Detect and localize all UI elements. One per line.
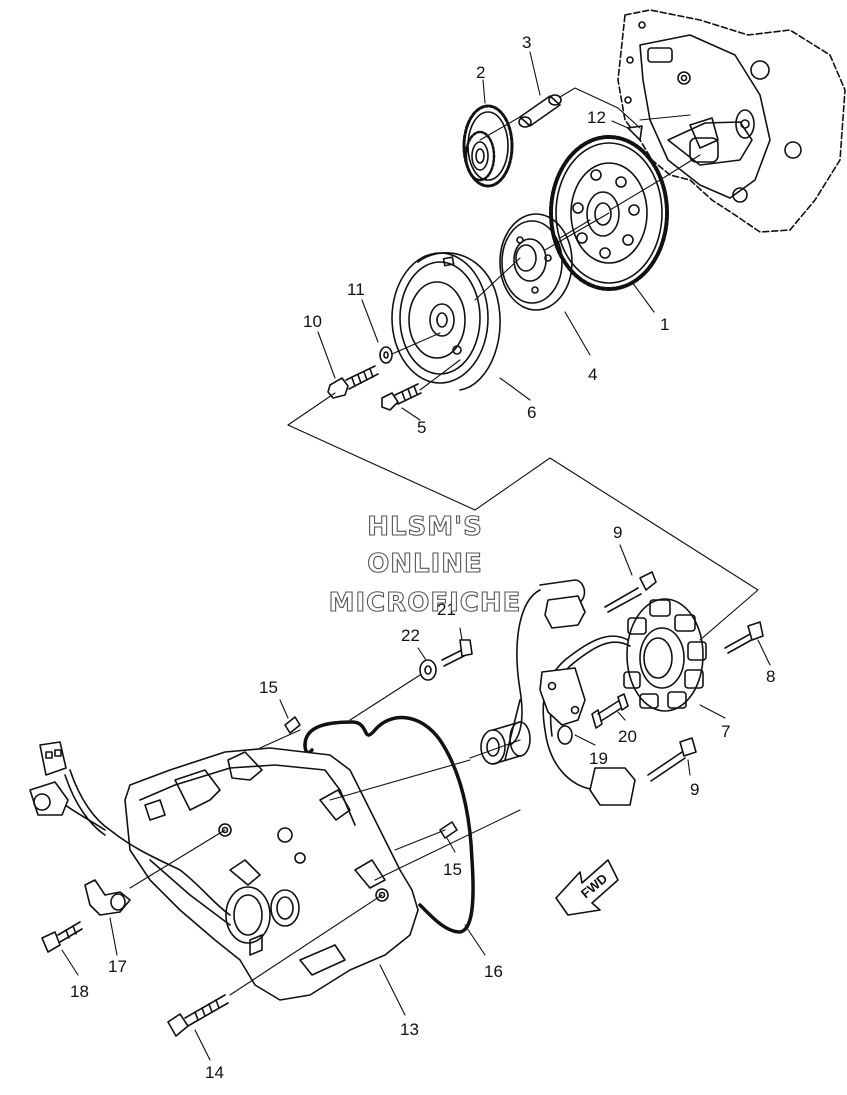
- part-13-generator-cover: [124, 747, 419, 1001]
- callout-7: 7: [721, 722, 730, 741]
- callout-1: 1: [660, 315, 669, 334]
- callout-2: 2: [476, 63, 485, 82]
- callout-9-upper: 9: [613, 523, 622, 542]
- watermark-line-3: MICROFICHE: [328, 588, 522, 618]
- callout-labels: 1 2 3 4 5 6 7 8 9 9 10 11 12 13 14 15 15…: [70, 33, 775, 1082]
- callout-19: 19: [589, 749, 608, 768]
- callout-20: 20: [618, 727, 637, 746]
- part-17-clamp: [84, 879, 131, 916]
- callout-15-upper: 15: [259, 678, 278, 697]
- callout-16: 16: [484, 962, 503, 981]
- part-2-idler-gear: [462, 104, 514, 188]
- callout-9-lower: 9: [690, 780, 699, 799]
- callout-13: 13: [400, 1020, 419, 1039]
- callout-4: 4: [588, 365, 597, 384]
- watermark-line-1: HLSM'S: [367, 512, 483, 542]
- callout-leaders: [61, 51, 771, 1061]
- assembly-lines-top: [287, 87, 759, 641]
- part-18-bolt: [41, 921, 83, 953]
- part-8-bolt: [724, 621, 764, 654]
- callout-12: 12: [587, 108, 606, 127]
- part-15-dowel-lower: [439, 821, 458, 839]
- callout-6: 6: [527, 403, 536, 422]
- part-15-dowel-upper: [284, 716, 301, 734]
- part-20-bolt: [591, 693, 629, 729]
- callout-18: 18: [70, 982, 89, 1001]
- crankcase-outline: [617, 9, 846, 233]
- fwd-direction-arrow: FWD: [555, 859, 619, 916]
- part-19-pickup-coil: [539, 667, 586, 745]
- part-9-bolt-lower: [647, 737, 697, 782]
- wire-grommet: [480, 721, 531, 765]
- part-9-bolt-upper: [604, 571, 657, 613]
- part-4-starter-clutch: [499, 213, 573, 311]
- part-3-shaft: [518, 94, 562, 128]
- part-22-washer: [419, 659, 437, 681]
- callout-17: 17: [108, 957, 127, 976]
- part-6-flywheel-rotor: [391, 252, 501, 391]
- callout-10: 10: [303, 312, 322, 331]
- callout-5: 5: [417, 418, 426, 437]
- harness-left: [29, 741, 231, 916]
- part-7-stator: [623, 598, 707, 712]
- watermark-line-2: ONLINE: [367, 549, 483, 579]
- part-5-clutch-bolt: [381, 383, 422, 411]
- part-10-rotor-bolt: [327, 365, 379, 399]
- part-11-washer: [379, 346, 393, 364]
- callout-11: 11: [347, 280, 365, 299]
- callout-22: 22: [401, 626, 420, 645]
- part-1-starter-wheel-gear: [549, 135, 669, 291]
- callout-8: 8: [766, 667, 775, 686]
- callout-14: 14: [205, 1063, 224, 1082]
- assembly-lines-cover: [129, 674, 521, 996]
- callout-15-lower: 15: [443, 860, 462, 879]
- part-12-woodruff-key: [627, 125, 643, 141]
- callout-21: 21: [437, 600, 456, 619]
- part-14-long-bolt: [167, 994, 229, 1037]
- callout-3: 3: [522, 33, 531, 52]
- part-21-bolt: [441, 639, 473, 667]
